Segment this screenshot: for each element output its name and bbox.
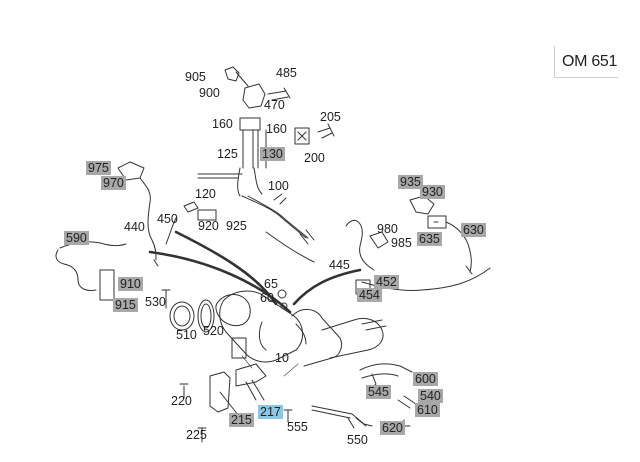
callout-930[interactable]: 930 [420,185,445,199]
leader-lines [241,355,299,377]
heat-shield-lines [148,230,362,314]
callout-120: 120 [195,187,216,201]
particulate-filter [215,290,387,367]
engine-code-label: OM 651 [554,46,618,78]
sensor-450 [165,201,217,245]
callout-160: 160 [212,117,233,131]
callout-452[interactable]: 452 [374,275,399,289]
callout-920: 920 [198,219,219,233]
callout-550: 550 [347,433,368,447]
callout-125: 125 [217,147,238,161]
callout-630[interactable]: 630 [461,223,486,237]
callout-450: 450 [157,212,178,226]
callout-454[interactable]: 454 [357,288,382,302]
callout-205: 205 [320,110,341,124]
callout-520: 520 [203,324,224,338]
callout-610[interactable]: 610 [415,403,440,417]
callout-910[interactable]: 910 [118,277,143,291]
callout-925: 925 [226,219,247,233]
vacuum-lines [241,193,315,245]
callout-217[interactable]: 217 [258,405,283,419]
callout-600[interactable]: 600 [413,372,438,386]
callout-130[interactable]: 130 [260,147,285,161]
clamp-parts [161,289,215,333]
callout-980: 980 [377,222,398,236]
callout-10: 10 [275,351,289,365]
callout-510: 510 [176,328,197,342]
callout-160: 160 [266,122,287,136]
sensor-harness-590 [55,241,127,301]
callout-590[interactable]: 590 [64,231,89,245]
callout-900: 900 [199,86,220,100]
callout-530: 530 [145,295,166,309]
callout-200: 200 [304,151,325,165]
pressure-sensor-group [197,66,335,197]
callout-915[interactable]: 915 [113,298,138,312]
callout-65: 65 [264,277,278,291]
callout-470: 470 [264,98,285,112]
callout-985: 985 [391,236,412,250]
fittings-60-65 [231,289,288,359]
callout-215[interactable]: 215 [229,413,254,427]
callout-970[interactable]: 970 [101,176,126,190]
callout-225: 225 [186,428,207,442]
callout-540[interactable]: 540 [418,389,443,403]
callout-440: 440 [124,220,145,234]
callout-620[interactable]: 620 [380,421,405,435]
callout-100: 100 [268,179,289,193]
callout-60: 60 [260,291,274,305]
callout-905: 905 [185,70,206,84]
callout-555: 555 [287,420,308,434]
callout-635[interactable]: 635 [417,232,442,246]
callout-485: 485 [276,66,297,80]
callout-220: 220 [171,394,192,408]
callout-545[interactable]: 545 [366,385,391,399]
callout-445: 445 [329,258,350,272]
callout-935[interactable]: 935 [398,175,423,189]
callout-975[interactable]: 975 [86,161,111,175]
